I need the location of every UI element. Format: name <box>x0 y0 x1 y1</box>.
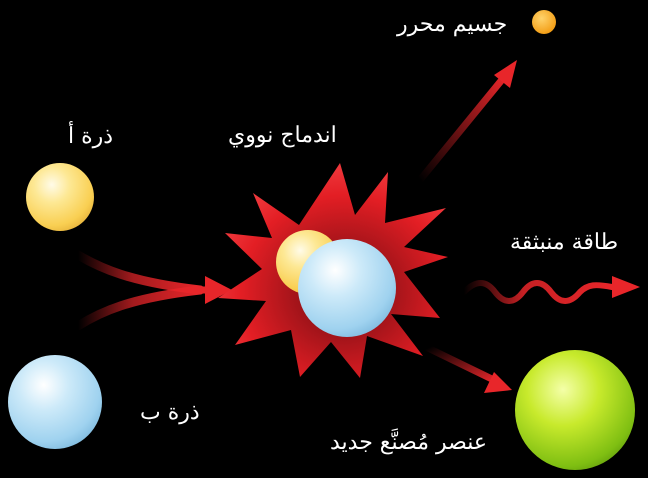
label-fusion: اندماج نووي <box>228 123 337 148</box>
new-element <box>515 350 635 470</box>
atom-a <box>26 163 94 231</box>
label-new-element: عنصر مُصنَّع جديد <box>330 430 487 455</box>
particle-arrow <box>416 60 517 184</box>
label-atom-a: ذرة أ <box>68 124 114 149</box>
label-free-particle: جسيم محرر <box>397 12 508 37</box>
incoming-arrow <box>73 250 232 331</box>
atom-b <box>8 355 102 449</box>
new-element-arrow <box>424 344 512 393</box>
free-particle <box>532 10 556 34</box>
label-energy: طاقة منبثقة <box>510 230 619 255</box>
fusing-atom-b <box>298 239 396 337</box>
energy-wave-arrow <box>461 276 640 304</box>
label-atom-b: ذرة ب <box>140 400 200 425</box>
